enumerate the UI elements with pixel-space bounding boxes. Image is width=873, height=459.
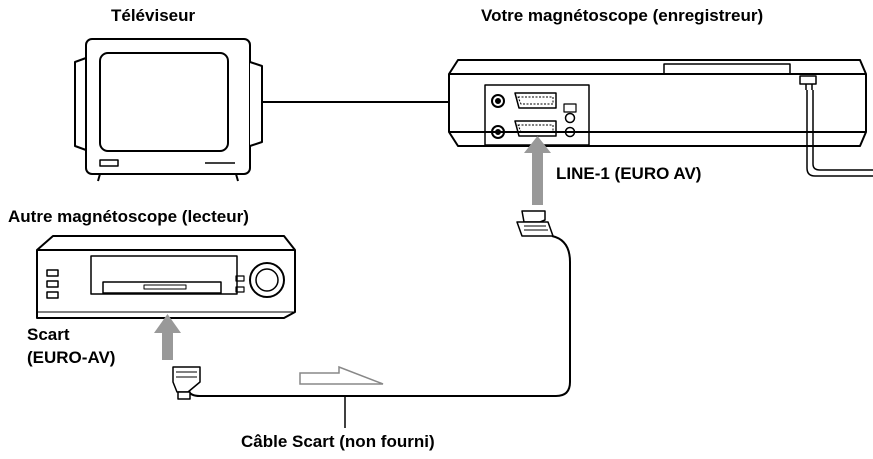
insert-arrow-up-left <box>154 314 181 360</box>
recorder-label: Votre magnétoscope (enregistreur) <box>481 6 764 25</box>
recorder-device <box>448 59 867 147</box>
signal-direction-arrow <box>299 365 384 428</box>
cable-label: Câble Scart (non fourni) <box>241 432 435 451</box>
scart-plug-upper <box>516 210 554 237</box>
tv-icon <box>74 38 263 182</box>
player-label: Autre magnétoscope (lecteur) <box>8 207 249 226</box>
player-device <box>36 235 296 319</box>
euro-av-label: (EURO-AV) <box>27 348 116 367</box>
insert-arrow-up-right <box>524 136 551 205</box>
tv-label: Téléviseur <box>111 6 196 25</box>
scart-plug-lower <box>172 366 201 400</box>
scart-label: Scart <box>27 325 70 344</box>
line1-label: LINE-1 (EURO AV) <box>556 164 702 183</box>
scart-cable <box>187 235 571 397</box>
